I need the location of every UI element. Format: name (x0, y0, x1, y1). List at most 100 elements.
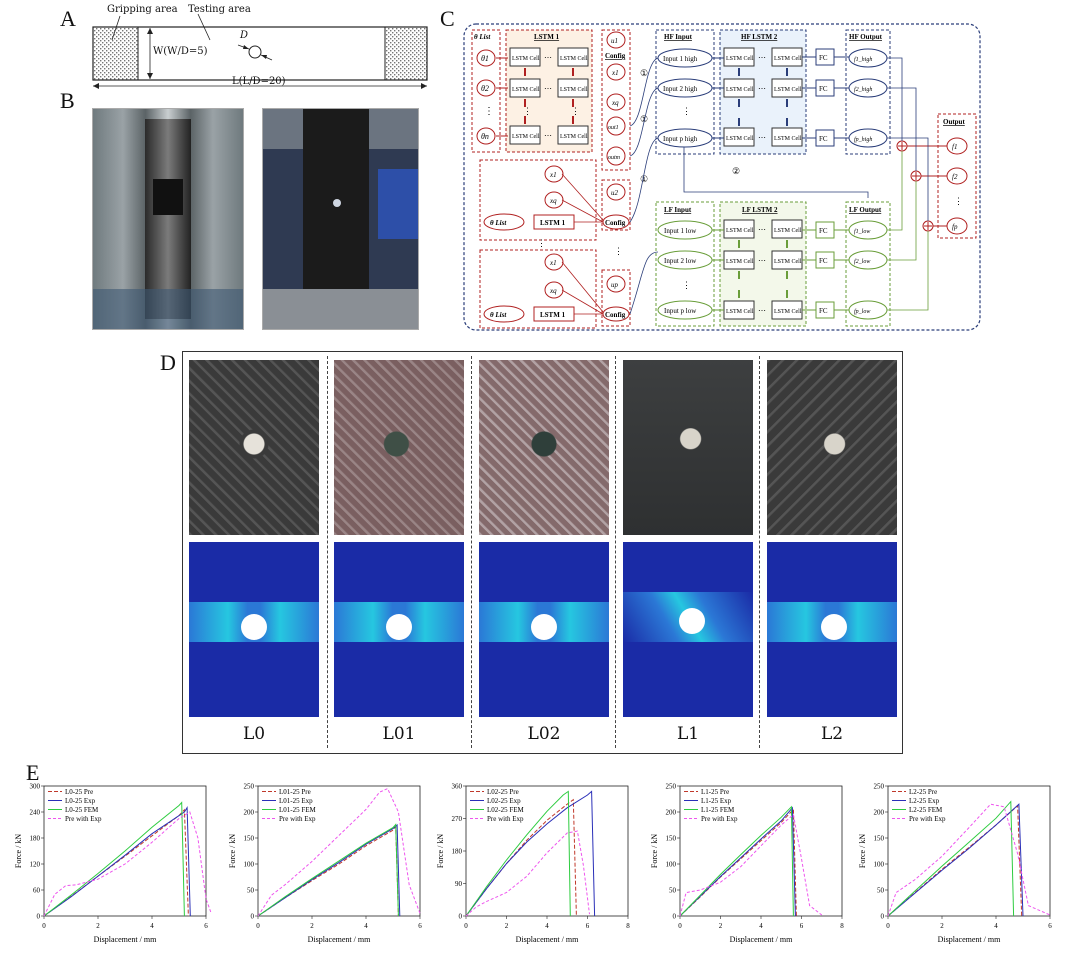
lstm1-label: LSTM 1 (540, 219, 566, 227)
specimen-label-l01: L01 (382, 724, 416, 744)
x-tick-label: 2 (310, 922, 314, 930)
lstm1-vdots: ⋮ (571, 106, 580, 116)
hf-input-vdots: ⋮ (682, 106, 691, 116)
y-tick-label: 150 (244, 835, 255, 843)
x-tick-label: 4 (994, 922, 998, 930)
y-tick-label: 50 (247, 887, 255, 895)
network-architecture-diagram: θ List θ1 θ2 ⋮ θn LSTM 1 LSTM Cell LSTM … (463, 23, 981, 331)
y-tick-label: 360 (452, 783, 463, 791)
series-line (43, 801, 185, 917)
x-tick-label: 6 (800, 922, 804, 930)
legend-label: Pre with Exp (279, 815, 316, 823)
series-line (887, 800, 1015, 917)
diameter-label: D (240, 30, 249, 41)
plot-frame (43, 785, 207, 917)
lf-lstm2-cell: LSTM Cell (774, 309, 802, 315)
x1: x1 (549, 259, 557, 267)
x-axis-label: Displacement / mm (94, 935, 157, 944)
lf-lstm2-dots: ⋯ (758, 256, 766, 265)
x-tick-label: 0 (256, 922, 260, 930)
legend-label: Pre with Exp (701, 815, 738, 823)
grip-left (92, 26, 139, 81)
hole (248, 45, 262, 59)
fem-result-l02 (479, 542, 609, 717)
y-tick-label: 250 (874, 783, 885, 791)
x-tick-label: 4 (364, 922, 368, 930)
y-tick-label: 150 (666, 835, 677, 843)
y-tick-label: 180 (30, 835, 41, 843)
panel-label-b: B (60, 88, 75, 113)
x-tick-label: 4 (545, 922, 549, 930)
hf-lstm2-title: HF LSTM 2 (741, 33, 778, 41)
y-tick-label: 0 (37, 913, 41, 921)
legend-label: L01-25 Pre (279, 788, 311, 796)
f1-low: f1_low (854, 228, 870, 235)
hf-lstm2-dots: ⋯ (758, 53, 766, 62)
lf-input-2: Input 2 low (664, 257, 697, 265)
output-title: Output (943, 118, 965, 126)
fem-result-l01 (334, 542, 464, 717)
y-tick-label: 250 (666, 783, 677, 791)
specimen-fixture-photo (262, 108, 419, 330)
y-axis-label: Force / kN (858, 834, 867, 868)
f1-high: f1_high (854, 56, 872, 63)
lstm1-cell: LSTM Cell (512, 87, 540, 93)
lf-input-title: LF Input (664, 206, 692, 214)
series-line (679, 806, 796, 917)
hf-input-2: Input 2 high (663, 85, 698, 93)
theta-list-label: θ List (490, 311, 507, 319)
fc-label: FC (819, 307, 828, 315)
y-tick-label: 0 (251, 913, 255, 921)
y-tick-label: 120 (30, 861, 41, 869)
series-line (679, 805, 794, 917)
series-line (679, 813, 823, 917)
x-tick-label: 2 (719, 922, 723, 930)
lf-lstm2-dots: ⋯ (758, 225, 766, 234)
series-line (257, 825, 399, 917)
lstm1-cell: LSTM Cell (512, 56, 540, 62)
lstm1-cell: LSTM Cell (512, 134, 540, 140)
specimen-label-l2: L2 (820, 724, 844, 744)
lf-input-1: Input 1 low (664, 227, 697, 235)
x-tick-label: 2 (96, 922, 100, 930)
config-label: Config (605, 311, 626, 319)
hf-lstm2-cell: LSTM Cell (774, 56, 802, 62)
circle-1: ① (640, 174, 648, 184)
theta-vdots: ⋮ (484, 106, 494, 117)
failure-comparison-panel: L0 L01 L02 L1 L2 (182, 351, 903, 754)
column-separator (471, 356, 472, 748)
legend-label: Pre with Exp (65, 815, 102, 823)
series-line (43, 806, 191, 917)
y-tick-label: 0 (459, 913, 463, 921)
hf-lstm2-cell: LSTM Cell (774, 87, 802, 93)
y-tick-label: 90 (455, 880, 463, 888)
panel-label-c: C (440, 6, 455, 31)
legend-label: L0-25 Exp (65, 797, 96, 805)
x-tick-label: 8 (840, 922, 844, 930)
hf-input-1: Input 1 high (663, 55, 698, 63)
y-tick-label: 200 (244, 809, 255, 817)
hf-lstm2-cell: LSTM Cell (726, 136, 754, 142)
y-tick-label: 100 (666, 861, 677, 869)
y-tick-label: 100 (874, 861, 885, 869)
specimen-label-l1: L1 (676, 724, 700, 744)
u2: u2 (611, 189, 619, 197)
xq: xq (549, 287, 557, 295)
hf-lstm2-dots: ⋯ (758, 84, 766, 93)
hf-output-title: HF Output (849, 33, 883, 41)
lstm1-dots: ⋯ (544, 84, 552, 93)
y-tick-label: 200 (874, 809, 885, 817)
panel-label-a: A (60, 6, 76, 31)
x-axis-label: Displacement / mm (938, 935, 1001, 944)
fem-result-l2 (767, 542, 897, 717)
lf-lstm2-cell: LSTM Cell (774, 259, 802, 265)
fem-result-l0 (189, 542, 319, 717)
panel-label-e: E (26, 760, 40, 785)
config-label: Config (605, 219, 626, 227)
hf-input-p: Input p high (663, 135, 698, 143)
x-tick-label: 0 (678, 922, 682, 930)
series-line (257, 823, 399, 917)
theta-1: θ1 (481, 54, 489, 63)
